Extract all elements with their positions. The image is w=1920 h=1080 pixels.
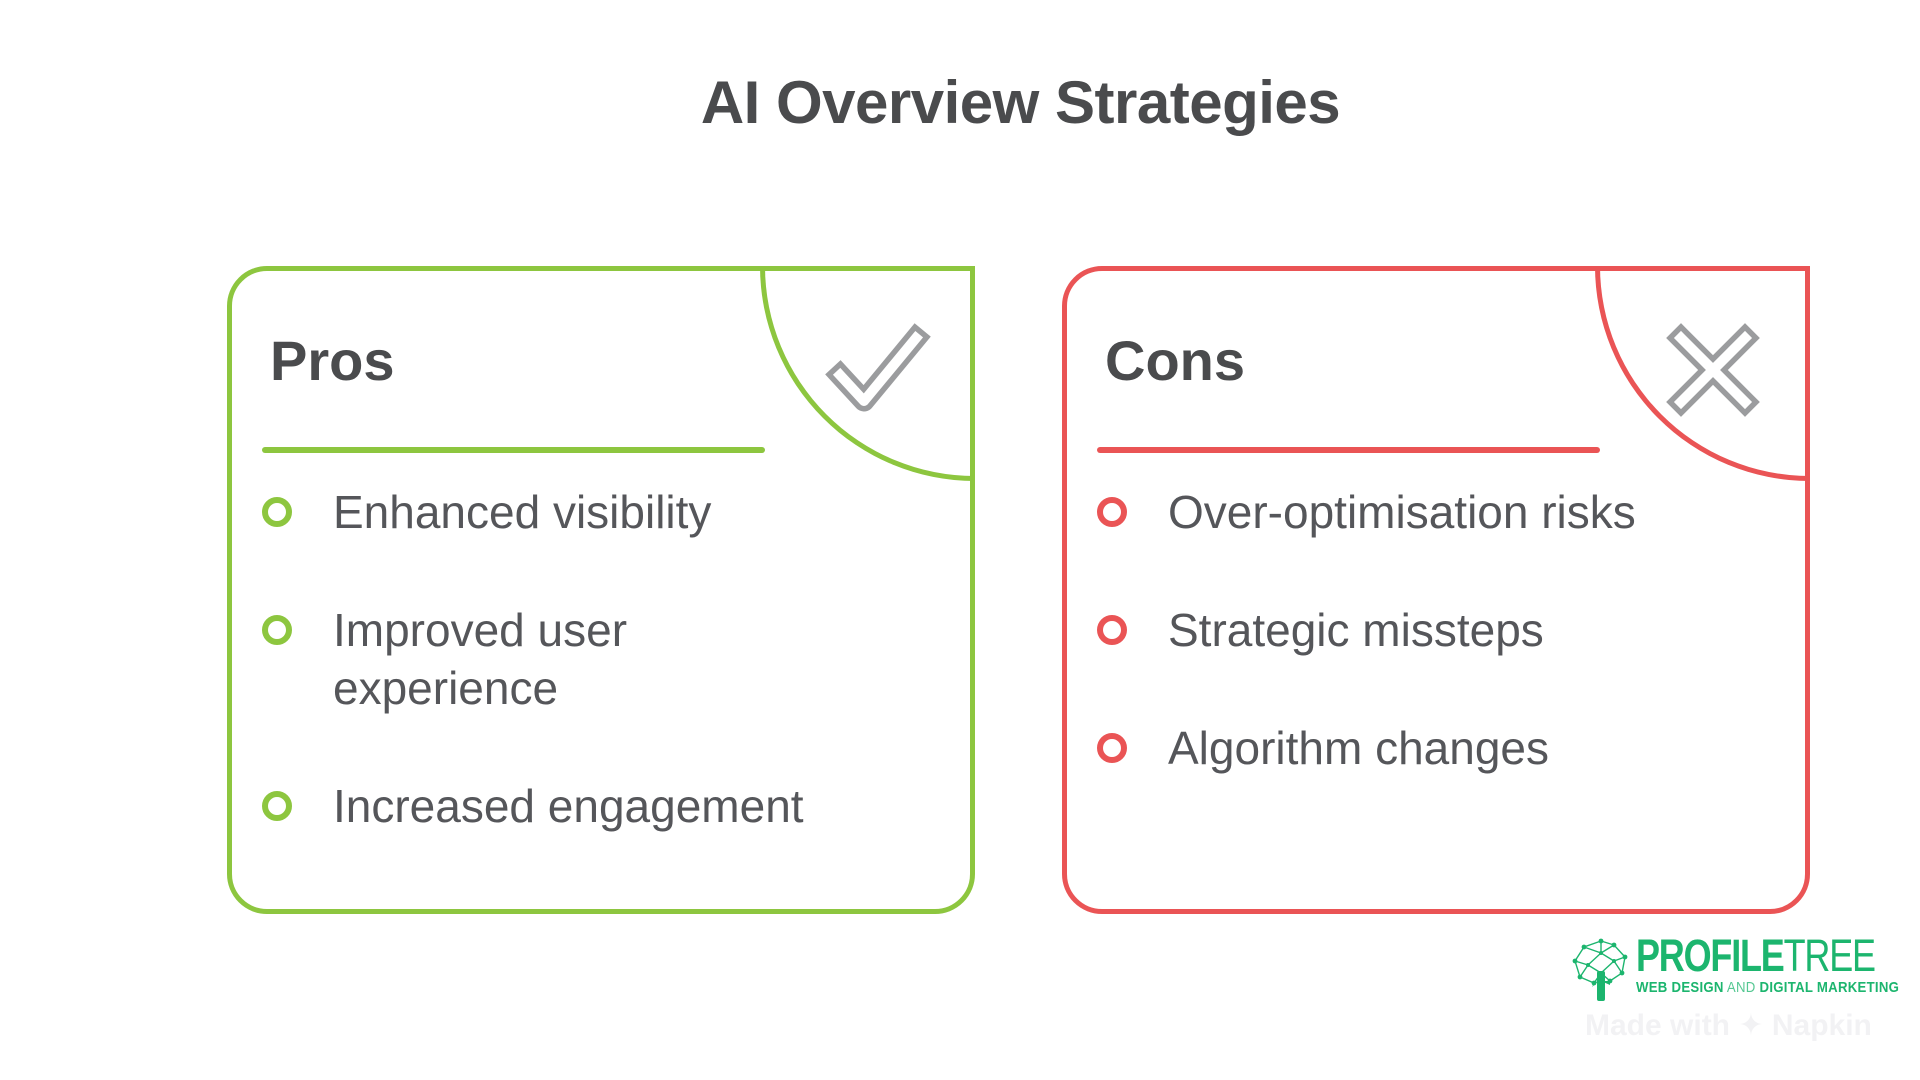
tagline-digital-marketing: DIGITAL MARKETING bbox=[1759, 979, 1900, 996]
profiletree-logo: PROFILETREE WEB DESIGN AND DIGITAL MARKE… bbox=[1570, 933, 1920, 1003]
list-item-label: Improved user experience bbox=[333, 604, 628, 714]
list-item-label: Strategic missteps bbox=[1168, 604, 1544, 656]
list-item: Strategic missteps bbox=[1097, 601, 1775, 659]
list-item: Improved user experience bbox=[262, 601, 940, 717]
bullet-ring-icon bbox=[262, 497, 292, 527]
watermark-prefix: Made with bbox=[1585, 1009, 1731, 1042]
list-item-label: Over-optimisation risks bbox=[1168, 486, 1636, 538]
page-title: AI Overview Strategies bbox=[700, 69, 1341, 136]
list-item: Over-optimisation risks bbox=[1097, 483, 1775, 541]
logo-tagline: WEB DESIGN AND DIGITAL MARKETING bbox=[1636, 980, 1899, 996]
watermark-brand: Napkin bbox=[1771, 1009, 1872, 1042]
list-item: Algorithm changes bbox=[1097, 719, 1775, 777]
logo-brand-light: TREE bbox=[1783, 930, 1876, 981]
bullet-ring-icon bbox=[262, 615, 292, 645]
pros-divider bbox=[262, 447, 765, 453]
profiletree-tree-icon bbox=[1572, 938, 1628, 1001]
cons-heading: Cons bbox=[1105, 329, 1245, 392]
pros-card: Pros Enhanced visibility Improved user e… bbox=[227, 266, 975, 914]
cons-card: Cons Over-optimisation risks Strategic m… bbox=[1062, 266, 1810, 914]
logo-text-block: PROFILETREE WEB DESIGN AND DIGITAL MARKE… bbox=[1636, 933, 1920, 996]
list-item: Enhanced visibility bbox=[262, 483, 940, 541]
napkin-watermark: Made with ✦ Napkin bbox=[1585, 1008, 1872, 1043]
tagline-web-design: WEB DESIGN bbox=[1636, 979, 1724, 996]
list-item: Increased engagement bbox=[262, 777, 940, 835]
pros-list: Enhanced visibility Improved user experi… bbox=[262, 483, 940, 835]
napkin-icon: ✦ bbox=[1738, 1009, 1764, 1042]
list-item-label: Enhanced visibility bbox=[333, 486, 712, 538]
cross-icon bbox=[1651, 315, 1775, 425]
bullet-ring-icon bbox=[1097, 733, 1127, 763]
logo-brand-bold: PROFILE bbox=[1636, 930, 1785, 981]
tagline-and: AND bbox=[1726, 979, 1756, 996]
cons-divider bbox=[1097, 447, 1600, 453]
bullet-ring-icon bbox=[262, 791, 292, 821]
cons-list: Over-optimisation risks Strategic misste… bbox=[1097, 483, 1775, 777]
logo-wordmark: PROFILETREE bbox=[1636, 930, 1876, 981]
list-item-label: Increased engagement bbox=[333, 780, 804, 832]
bullet-ring-icon bbox=[1097, 615, 1127, 645]
check-icon bbox=[816, 315, 940, 425]
bullet-ring-icon bbox=[1097, 497, 1127, 527]
list-item-label: Algorithm changes bbox=[1168, 722, 1549, 774]
pros-heading: Pros bbox=[270, 329, 395, 392]
